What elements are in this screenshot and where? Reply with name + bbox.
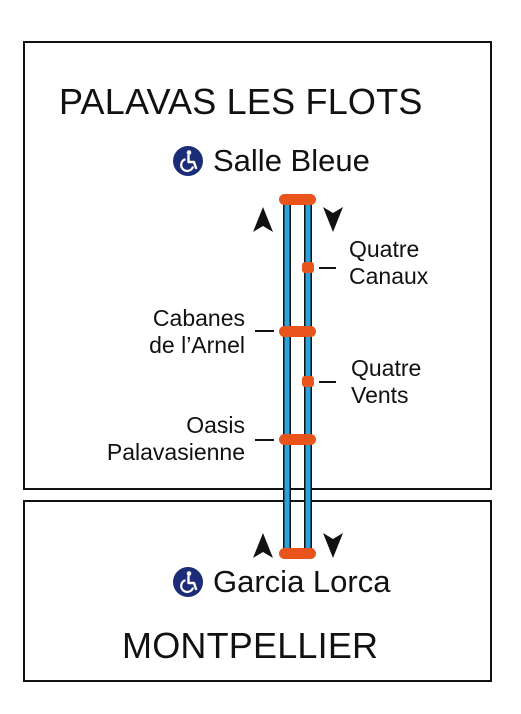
down-arrow-icon [323,207,343,232]
up-arrow-icon [253,207,273,232]
stop-label-line: Palavasienne [106,439,245,465]
stop-marker-oasis [279,434,316,445]
up-arrow-icon [253,533,273,558]
stop-label-quatre-vents[interactable]: Quatre Vents [351,355,421,409]
down-arrow-icon [323,533,343,558]
city-name-montpellier: MONTPELLIER [122,625,379,666]
terminus-label: Garcia Lorca [213,564,391,599]
stop-label-line: Quatre [351,355,422,381]
terminus-garcia-lorca[interactable]: Garcia Lorca [173,564,390,600]
terminus-label: Salle Bleue [213,143,370,178]
stop-marker-quatre-canaux [302,262,314,273]
stop-marker-quatre-vents [302,376,314,387]
city-name-palavas: PALAVAS LES FLOTS [59,81,423,122]
wheelchair-accessible-icon [173,146,203,176]
stop-label-line: Quatre [349,236,420,262]
stop-marker-garcia-lorca [279,548,316,559]
stop-marker-cabanes [279,326,316,337]
zone-palavas [23,41,492,490]
wheelchair-accessible-icon [173,567,203,597]
stop-label-line: Cabanes [152,305,245,331]
stop-label-line: de l’Arnel [149,332,245,358]
zone-montpellier [23,500,492,682]
stop-label-line: Vents [351,382,409,408]
stop-marker-salle-bleue [279,194,316,205]
stop-label-line: Oasis [186,412,245,438]
terminus-salle-bleue[interactable]: Salle Bleue [173,143,370,179]
stop-label-cabanes[interactable]: Cabanes de l’Arnel [149,305,245,359]
stop-label-oasis[interactable]: Oasis Palavasienne [107,412,245,466]
stop-label-line: Canaux [349,263,429,289]
stop-label-quatre-canaux[interactable]: Quatre Canaux [349,236,428,290]
